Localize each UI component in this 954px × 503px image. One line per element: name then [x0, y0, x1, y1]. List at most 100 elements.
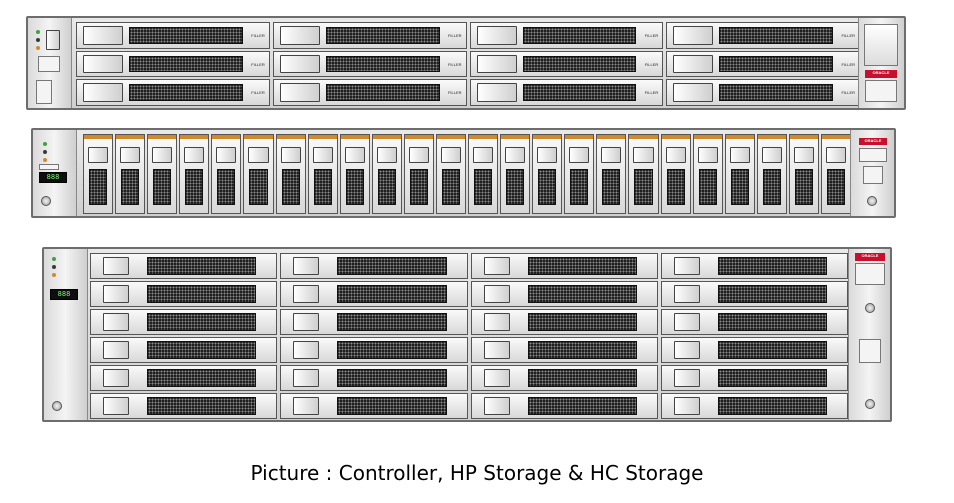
- drive-release-handle[interactable]: [537, 147, 558, 163]
- drive-bay[interactable]: [280, 281, 468, 307]
- drive-bay[interactable]: [243, 134, 274, 214]
- drive-release-handle[interactable]: [376, 147, 397, 163]
- drive-bay[interactable]: [280, 365, 468, 391]
- drive-release-handle[interactable]: [729, 147, 750, 163]
- drive-bay[interactable]: [756, 134, 787, 214]
- drive-bay[interactable]: [280, 309, 468, 335]
- drive-release-handle[interactable]: [569, 147, 590, 163]
- drive-bay[interactable]: FILLER: [666, 22, 860, 49]
- drive-release-handle[interactable]: [673, 257, 700, 275]
- drive-release-handle[interactable]: [83, 54, 123, 74]
- drive-bay[interactable]: [470, 281, 658, 307]
- drive-bay[interactable]: [788, 134, 819, 214]
- drive-release-handle[interactable]: [103, 369, 129, 387]
- drive-release-handle[interactable]: [152, 147, 173, 163]
- drive-release-handle[interactable]: [293, 369, 320, 387]
- drive-bay[interactable]: FILLER: [666, 50, 860, 78]
- drive-release-handle[interactable]: [279, 26, 320, 45]
- drive-bay[interactable]: [307, 134, 338, 214]
- drive-bay[interactable]: [692, 134, 723, 214]
- drive-bay[interactable]: [90, 365, 278, 391]
- drive-bay[interactable]: FILLER: [469, 79, 664, 106]
- drive-bay[interactable]: [820, 134, 851, 214]
- drive-bay[interactable]: FILLER: [272, 50, 467, 78]
- drive-release-handle[interactable]: [293, 341, 320, 359]
- drive-release-handle[interactable]: [120, 147, 141, 163]
- drive-bay[interactable]: FILLER: [469, 22, 664, 49]
- drive-release-handle[interactable]: [673, 369, 700, 387]
- drive-release-handle[interactable]: [483, 285, 510, 303]
- drive-release-handle[interactable]: [344, 147, 365, 163]
- drive-bay[interactable]: [90, 253, 278, 279]
- drive-bay[interactable]: [90, 281, 278, 307]
- drive-bay[interactable]: [470, 365, 658, 391]
- drive-release-handle[interactable]: [293, 257, 320, 275]
- drive-bay[interactable]: [628, 134, 659, 214]
- drive-bay[interactable]: [470, 337, 658, 363]
- drive-release-handle[interactable]: [312, 147, 333, 163]
- drive-bay[interactable]: FILLER: [469, 50, 664, 78]
- drive-bay[interactable]: [724, 134, 755, 214]
- drive-bay[interactable]: [339, 134, 370, 214]
- drive-bay[interactable]: [90, 309, 278, 335]
- drive-release-handle[interactable]: [601, 147, 622, 163]
- drive-bay[interactable]: [660, 281, 848, 307]
- drive-release-handle[interactable]: [279, 54, 320, 74]
- drive-bay[interactable]: FILLER: [272, 79, 467, 106]
- usb-port[interactable]: [38, 56, 60, 72]
- drive-bay[interactable]: [280, 253, 468, 279]
- drive-release-handle[interactable]: [476, 26, 517, 45]
- drive-bay[interactable]: FILLER: [76, 50, 270, 78]
- drive-release-handle[interactable]: [476, 54, 517, 74]
- drive-release-handle[interactable]: [673, 285, 700, 303]
- drive-bay[interactable]: [468, 134, 499, 214]
- drive-release-handle[interactable]: [184, 147, 205, 163]
- drive-release-handle[interactable]: [440, 147, 461, 163]
- drive-release-handle[interactable]: [216, 147, 237, 163]
- drive-release-handle[interactable]: [697, 147, 718, 163]
- drive-release-handle[interactable]: [293, 285, 320, 303]
- drive-release-handle[interactable]: [280, 147, 301, 163]
- drive-release-handle[interactable]: [83, 26, 123, 45]
- right-lower-thumbscrew-icon[interactable]: [865, 399, 875, 409]
- drive-bay[interactable]: FILLER: [272, 22, 467, 49]
- drive-release-handle[interactable]: [673, 54, 714, 74]
- drive-release-handle[interactable]: [248, 147, 269, 163]
- drive-bay[interactable]: [660, 253, 848, 279]
- power-button[interactable]: [46, 30, 60, 50]
- drive-bay[interactable]: [115, 134, 146, 214]
- drive-release-handle[interactable]: [103, 257, 129, 275]
- drive-bay[interactable]: [280, 393, 468, 419]
- drive-bay[interactable]: [179, 134, 210, 214]
- drive-bay[interactable]: FILLER: [76, 79, 270, 106]
- drive-release-handle[interactable]: [505, 147, 526, 163]
- drive-bay[interactable]: [371, 134, 402, 214]
- drive-release-handle[interactable]: [825, 147, 846, 163]
- drive-bay[interactable]: [564, 134, 595, 214]
- drive-bay[interactable]: [470, 393, 658, 419]
- drive-release-handle[interactable]: [483, 397, 510, 415]
- drive-release-handle[interactable]: [483, 257, 510, 275]
- drive-release-handle[interactable]: [483, 369, 510, 387]
- drive-release-handle[interactable]: [83, 83, 123, 102]
- drive-release-handle[interactable]: [103, 313, 129, 331]
- drive-release-handle[interactable]: [673, 341, 700, 359]
- drive-release-handle[interactable]: [761, 147, 782, 163]
- drive-bay[interactable]: [596, 134, 627, 214]
- drive-release-handle[interactable]: [483, 341, 510, 359]
- drive-bay[interactable]: [660, 337, 848, 363]
- drive-bay[interactable]: [470, 309, 658, 335]
- drive-release-handle[interactable]: [665, 147, 686, 163]
- drive-release-handle[interactable]: [673, 313, 700, 331]
- left-thumbscrew-icon[interactable]: [41, 196, 51, 206]
- drive-release-handle[interactable]: [673, 397, 700, 415]
- drive-bay[interactable]: [660, 393, 848, 419]
- drive-release-handle[interactable]: [793, 147, 814, 163]
- drive-release-handle[interactable]: [103, 341, 129, 359]
- drive-bay[interactable]: FILLER: [666, 79, 860, 106]
- drive-bay[interactable]: [90, 337, 278, 363]
- drive-bay[interactable]: [532, 134, 563, 214]
- drive-release-handle[interactable]: [293, 313, 320, 331]
- drive-release-handle[interactable]: [483, 313, 510, 331]
- drive-bay[interactable]: [660, 365, 848, 391]
